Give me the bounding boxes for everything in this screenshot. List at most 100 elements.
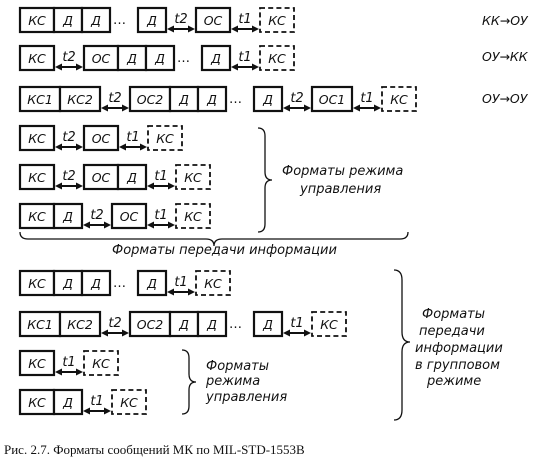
arrow-left-icon: [55, 182, 62, 190]
command-word-box: [18, 6, 56, 34]
status-word-box: [82, 44, 120, 72]
status-word-label: ОС: [120, 209, 139, 224]
status-word-label: ОС: [204, 13, 223, 28]
command-word-label: КС: [28, 356, 46, 371]
status-word-box: [310, 85, 354, 113]
data-word-cell: Д: [168, 310, 200, 338]
arrow-right-icon: [140, 143, 147, 151]
arrow-left-icon: [83, 221, 90, 229]
command-word-label: КС: [28, 209, 46, 224]
ellipsis: …: [229, 92, 243, 107]
time-gap-label-t1: t1: [90, 394, 103, 409]
command-word-box: [175, 164, 211, 190]
command-word-cell: КС: [18, 44, 56, 72]
command-word-box: [259, 45, 295, 71]
status-word-label: ОС: [92, 131, 111, 146]
command-word-label: КС: [28, 51, 46, 66]
arrow-right-icon: [76, 368, 83, 376]
data-word-cell: Д: [136, 269, 168, 297]
ellipsis: …: [113, 13, 127, 28]
data-word-cell: Д: [144, 44, 176, 72]
time-gap-label-t1: t1: [154, 208, 167, 223]
time-gap-label-t1: t1: [174, 275, 187, 290]
data-word-label: Д: [154, 51, 165, 66]
data-word-label: Д: [62, 13, 73, 28]
time-gap-t2: [167, 25, 195, 33]
command-word-box: [18, 202, 56, 230]
status-word-box: [110, 202, 148, 230]
data-word-cell: Д: [80, 269, 112, 297]
data-word-cell: Д: [196, 310, 228, 338]
command-word-label: КС: [28, 395, 46, 410]
time-gap-label-t1: t1: [238, 12, 251, 27]
data-word-label: Д: [62, 395, 73, 410]
label-group-transfer-4: в групповом: [415, 358, 500, 373]
command-word-label: КС2: [67, 317, 93, 332]
data-word-cell: Д: [116, 163, 148, 191]
arrow-left-icon: [83, 407, 90, 415]
time-gap-label-t2: t2: [108, 316, 121, 331]
command-word-label: КС: [92, 356, 110, 371]
command-word-label: КС: [268, 13, 286, 28]
command-word-box: [58, 85, 102, 113]
next-command-word-cell: КС: [111, 389, 147, 415]
status-word-label: ОС1: [319, 92, 346, 107]
command-word-label: КС: [184, 170, 202, 185]
time-gap-t2: [83, 221, 111, 229]
data-word-box: [200, 44, 232, 72]
label-group-control-2: режима: [205, 374, 260, 389]
data-word-box: [80, 269, 112, 297]
command-word-label: КС: [28, 131, 46, 146]
arrow-right-icon: [252, 25, 259, 33]
data-word-label: Д: [90, 13, 101, 28]
arrow-right-icon: [188, 288, 195, 296]
arrow-right-icon: [76, 143, 83, 151]
next-command-word-cell: КС: [147, 125, 183, 151]
time-gap-t2: [55, 63, 83, 71]
command-word-cell: КС1: [18, 85, 62, 113]
time-gap-label-t2: t2: [174, 12, 187, 27]
data-word-label: Д: [210, 51, 221, 66]
command-word-box: [175, 203, 211, 229]
time-gap-t1: [147, 182, 175, 190]
label-group-control-1: Форматы: [206, 359, 269, 374]
data-word-label: Д: [62, 209, 73, 224]
command-word-cell: КС: [18, 202, 56, 230]
data-word-label: Д: [146, 276, 157, 291]
time-gap-t1: [283, 329, 311, 337]
time-gap-t1: [167, 288, 195, 296]
data-word-cell: Д: [252, 85, 284, 113]
time-gap-t1: [119, 143, 147, 151]
data-word-label: Д: [262, 92, 273, 107]
next-command-word-cell: КС: [381, 86, 417, 112]
command-word-label: КС1: [27, 92, 53, 107]
arrow-left-icon: [147, 221, 154, 229]
command-word-box: [111, 389, 147, 415]
command-word-label: КС: [204, 276, 222, 291]
brace-group-transfer: Форматы передачи информации в групповом …: [393, 269, 503, 421]
data-word-box: [52, 202, 84, 230]
command-word-label: КС: [184, 209, 202, 224]
status-word-cell: ОС: [194, 6, 232, 34]
next-command-word-cell: КС: [175, 164, 211, 190]
status-word-cell: ОС2: [128, 85, 172, 113]
data-word-box: [52, 269, 84, 297]
data-word-label: Д: [262, 317, 273, 332]
command-word-box: [259, 7, 295, 33]
arrow-left-icon: [55, 63, 62, 71]
command-word-cell: КС2: [58, 310, 102, 338]
arrow-right-icon: [188, 25, 195, 33]
status-word-cell: ОС2: [128, 310, 172, 338]
time-gap-t2: [101, 104, 129, 112]
time-gap-label-t2: t2: [62, 169, 75, 184]
data-word-cell: Д: [52, 388, 84, 416]
command-word-cell: КС: [18, 6, 56, 34]
arrow-left-icon: [167, 288, 174, 296]
command-word-label: КС: [320, 317, 338, 332]
time-gap-label-t2: t2: [62, 130, 75, 145]
time-gap-t2: [55, 182, 83, 190]
arrow-right-icon: [168, 182, 175, 190]
command-word-label: КС1: [27, 317, 53, 332]
